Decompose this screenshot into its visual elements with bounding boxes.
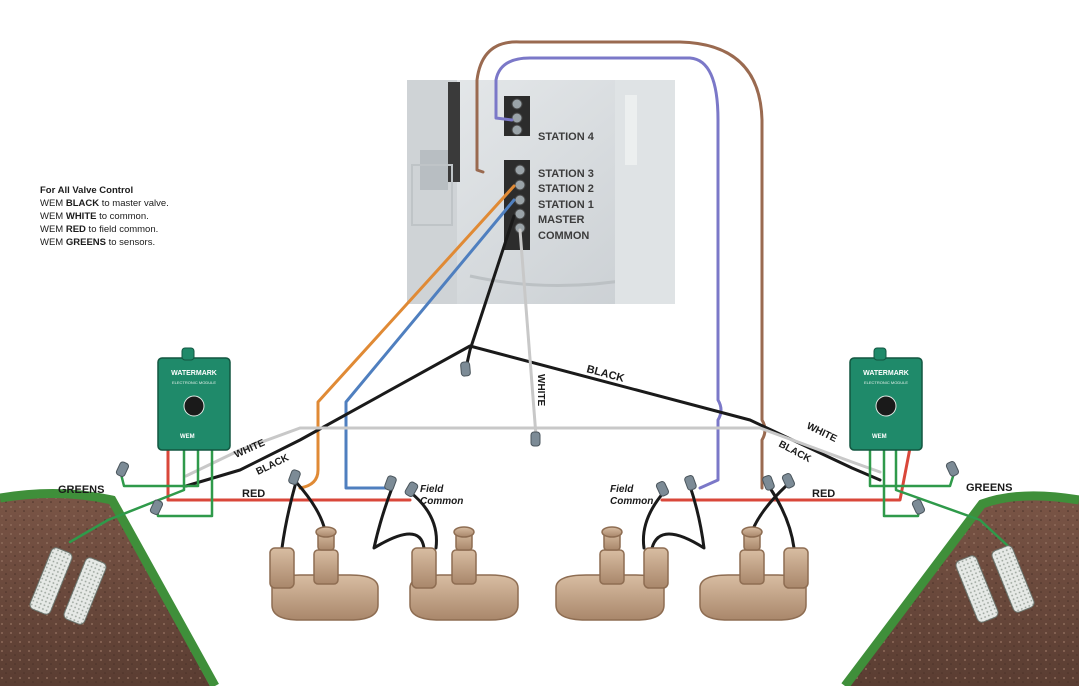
sensors-right — [955, 545, 1035, 623]
white-run-wire — [184, 426, 882, 478]
orange-wire — [298, 184, 516, 490]
blue-wire — [344, 198, 516, 490]
instructions-block: For All Valve Control WEM BLACK to maste… — [40, 184, 169, 249]
module-right-model: WEM — [872, 434, 887, 440]
green-right-wire-3 — [894, 446, 1010, 548]
soil-left — [0, 488, 219, 686]
instruction-line: WEM BLACK to master valve. — [40, 198, 169, 209]
valve-4 — [699, 526, 809, 621]
svg-text:Common: Common — [420, 496, 463, 507]
label-greens-left: GREENS — [58, 484, 104, 496]
red-left-wire — [166, 444, 412, 502]
terminal-station-4: STATION 4 — [538, 131, 595, 143]
label-field-common-left: Field Common — [420, 484, 463, 507]
terminal-station-1: STATION 1 — [538, 199, 594, 211]
module-left-brand: WATERMARK — [171, 370, 217, 377]
label-black-right: BLACK — [777, 439, 814, 466]
valve-1 — [269, 526, 379, 621]
terminal-master: MASTER — [538, 214, 585, 226]
svg-text:Field: Field — [420, 484, 444, 495]
instruction-line: WEM GREENS to sensors. — [40, 237, 156, 248]
module-right-dial — [875, 395, 897, 417]
label-red-right: RED — [812, 488, 835, 500]
valve-3 — [555, 526, 669, 621]
terminal-station-3: STATION 3 — [538, 168, 594, 180]
label-greens-right: GREENS — [966, 482, 1012, 494]
valve-2 — [409, 526, 519, 621]
module-left: WATERMARK ELECTRONIC MODULE WEM — [157, 347, 231, 451]
label-black-left: BLACK — [254, 452, 291, 478]
valves — [269, 526, 809, 621]
green-left-wire-3 — [68, 446, 186, 544]
label-white-right: WHITE — [805, 421, 839, 445]
green-right-wire-1 — [868, 446, 957, 488]
module-left-dial — [183, 395, 205, 417]
module-left-subtitle: ELECTRONIC MODULE — [172, 380, 216, 385]
label-white-left: WHITE — [233, 437, 267, 460]
instruction-line: WEM RED to field common. — [40, 224, 159, 235]
wires — [68, 40, 1010, 550]
controller-panel: STATION 4 STATION 3 STATION 2 STATION 1 … — [407, 80, 675, 304]
green-left-wire-1 — [118, 446, 200, 488]
terminal-common: COMMON — [538, 230, 589, 242]
svg-text:Field: Field — [610, 484, 634, 495]
label-field-common-right: Field Common — [610, 484, 653, 507]
module-left-model: WEM — [180, 434, 195, 440]
soil-right — [841, 491, 1079, 686]
label-red-left: RED — [242, 488, 265, 500]
red-right-wire — [660, 446, 912, 502]
wire-nuts — [115, 361, 960, 515]
module-right: WATERMARK ELECTRONIC MODULE WEM — [849, 347, 923, 451]
label-white-center: WHITE — [535, 374, 546, 407]
svg-text:Common: Common — [610, 496, 653, 507]
terminal-station-2: STATION 2 — [538, 183, 594, 195]
sensors-left — [29, 547, 107, 625]
instruction-line: WEM WHITE to common. — [40, 211, 149, 222]
black-run-wire — [184, 344, 882, 488]
instructions-title: For All Valve Control — [40, 185, 134, 196]
module-right-subtitle: ELECTRONIC MODULE — [864, 380, 908, 385]
white-common-wire — [518, 228, 538, 438]
module-right-brand: WATERMARK — [863, 370, 909, 377]
